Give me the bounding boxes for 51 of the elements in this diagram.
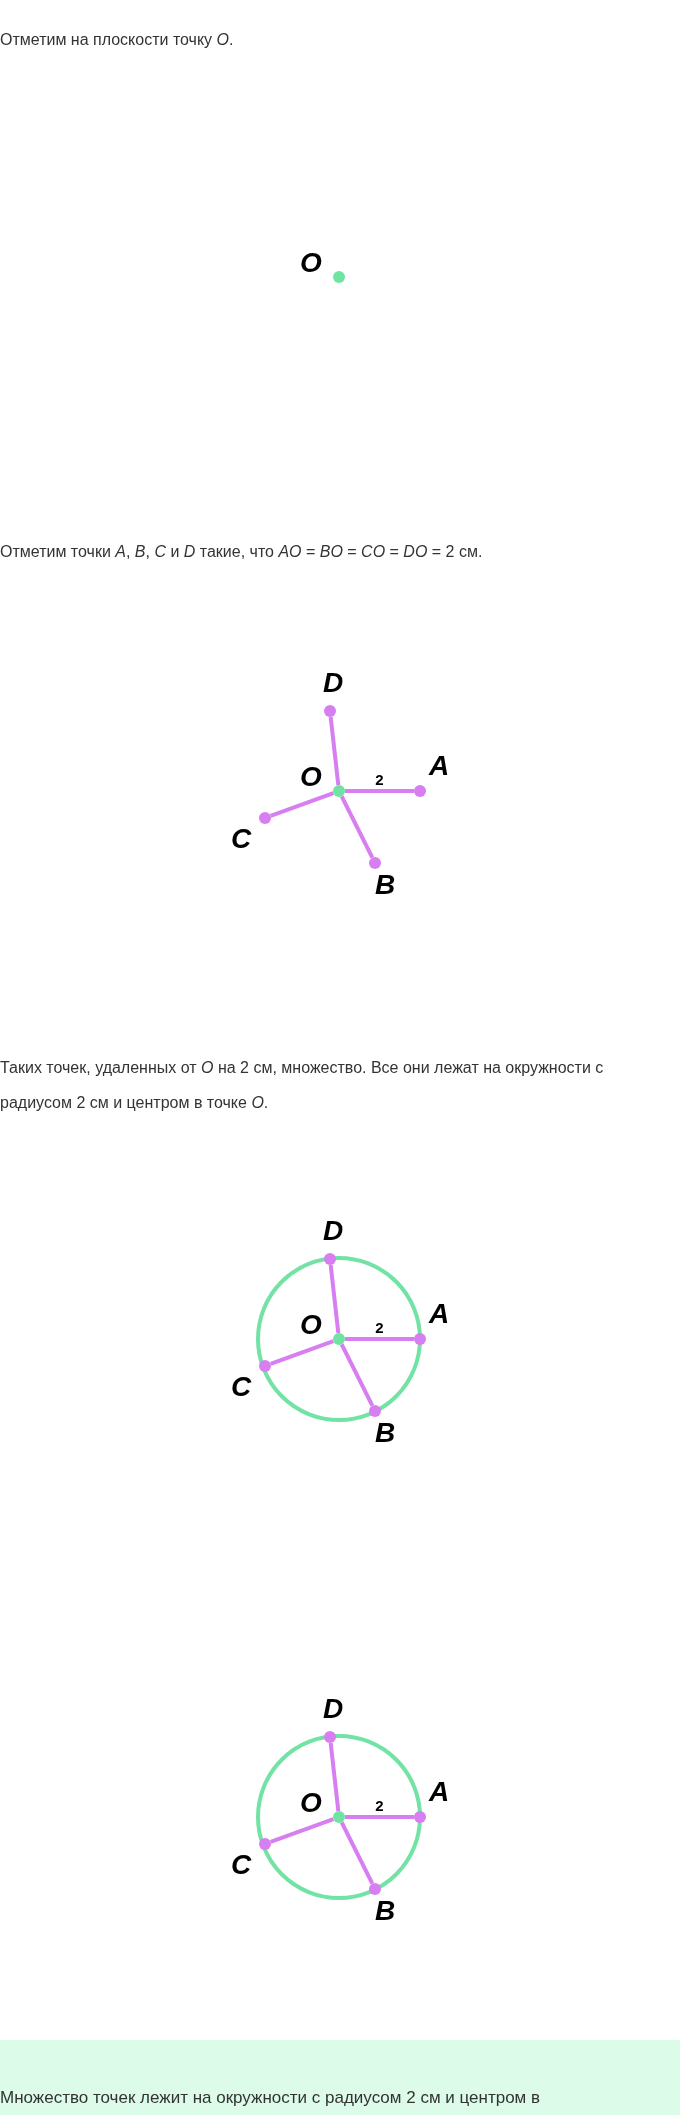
point-label: C [230, 825, 252, 853]
segment [328, 716, 341, 786]
segment [339, 1343, 375, 1407]
point-label: A [428, 1300, 450, 1328]
point [333, 1811, 345, 1823]
point [259, 812, 271, 824]
point [333, 271, 345, 283]
point-label: O [300, 1789, 322, 1817]
point [369, 1405, 381, 1417]
point-label: B [374, 871, 396, 899]
text-line: Отметим на плоскости точку O. [0, 30, 235, 50]
point-label: C [230, 1851, 252, 1879]
point-label: B [374, 1419, 396, 1447]
point-label: A [428, 1778, 450, 1806]
point [259, 1838, 271, 1850]
point [324, 1253, 336, 1265]
point [369, 1883, 381, 1895]
point [324, 1731, 336, 1743]
point-label: C [230, 1373, 252, 1401]
text-line: Отметим точки A, B, C и D такие, что AO = BO = CO = DO = 2 см. [0, 542, 484, 562]
point-label: B [374, 1897, 396, 1925]
paragraph: Таких точек, удаленных от O на 2 см, множество. Все они лежат на окружности с радиусом 2 см и центром в точке O. [0, 1058, 605, 1113]
point-label: O [300, 249, 322, 277]
point [414, 785, 426, 797]
point-label: O [300, 1311, 322, 1339]
segment [345, 1815, 414, 1819]
edge-label: 2 [375, 1797, 384, 1813]
segment [269, 791, 335, 818]
point-label: D [322, 669, 344, 697]
segment [269, 1817, 335, 1844]
point-label: O [300, 763, 322, 791]
conclusion-text: Множество точек лежит на окружности с радиусом 2 см и центром в [0, 2087, 542, 2109]
segment [339, 1821, 375, 1885]
edge-label: 2 [375, 1319, 384, 1335]
segment [328, 1264, 341, 1334]
segment [269, 1339, 335, 1366]
point [324, 705, 336, 717]
point [259, 1360, 271, 1372]
point [369, 857, 381, 869]
edge-label: 2 [375, 771, 384, 787]
point [414, 1333, 426, 1345]
point-label: A [428, 752, 450, 780]
segment [339, 795, 375, 859]
point-label: D [322, 1217, 344, 1245]
segment [345, 789, 414, 793]
point [414, 1811, 426, 1823]
segment [345, 1337, 414, 1341]
point-label: D [322, 1695, 344, 1723]
point [333, 1333, 345, 1345]
segment [328, 1742, 341, 1812]
point [333, 785, 345, 797]
